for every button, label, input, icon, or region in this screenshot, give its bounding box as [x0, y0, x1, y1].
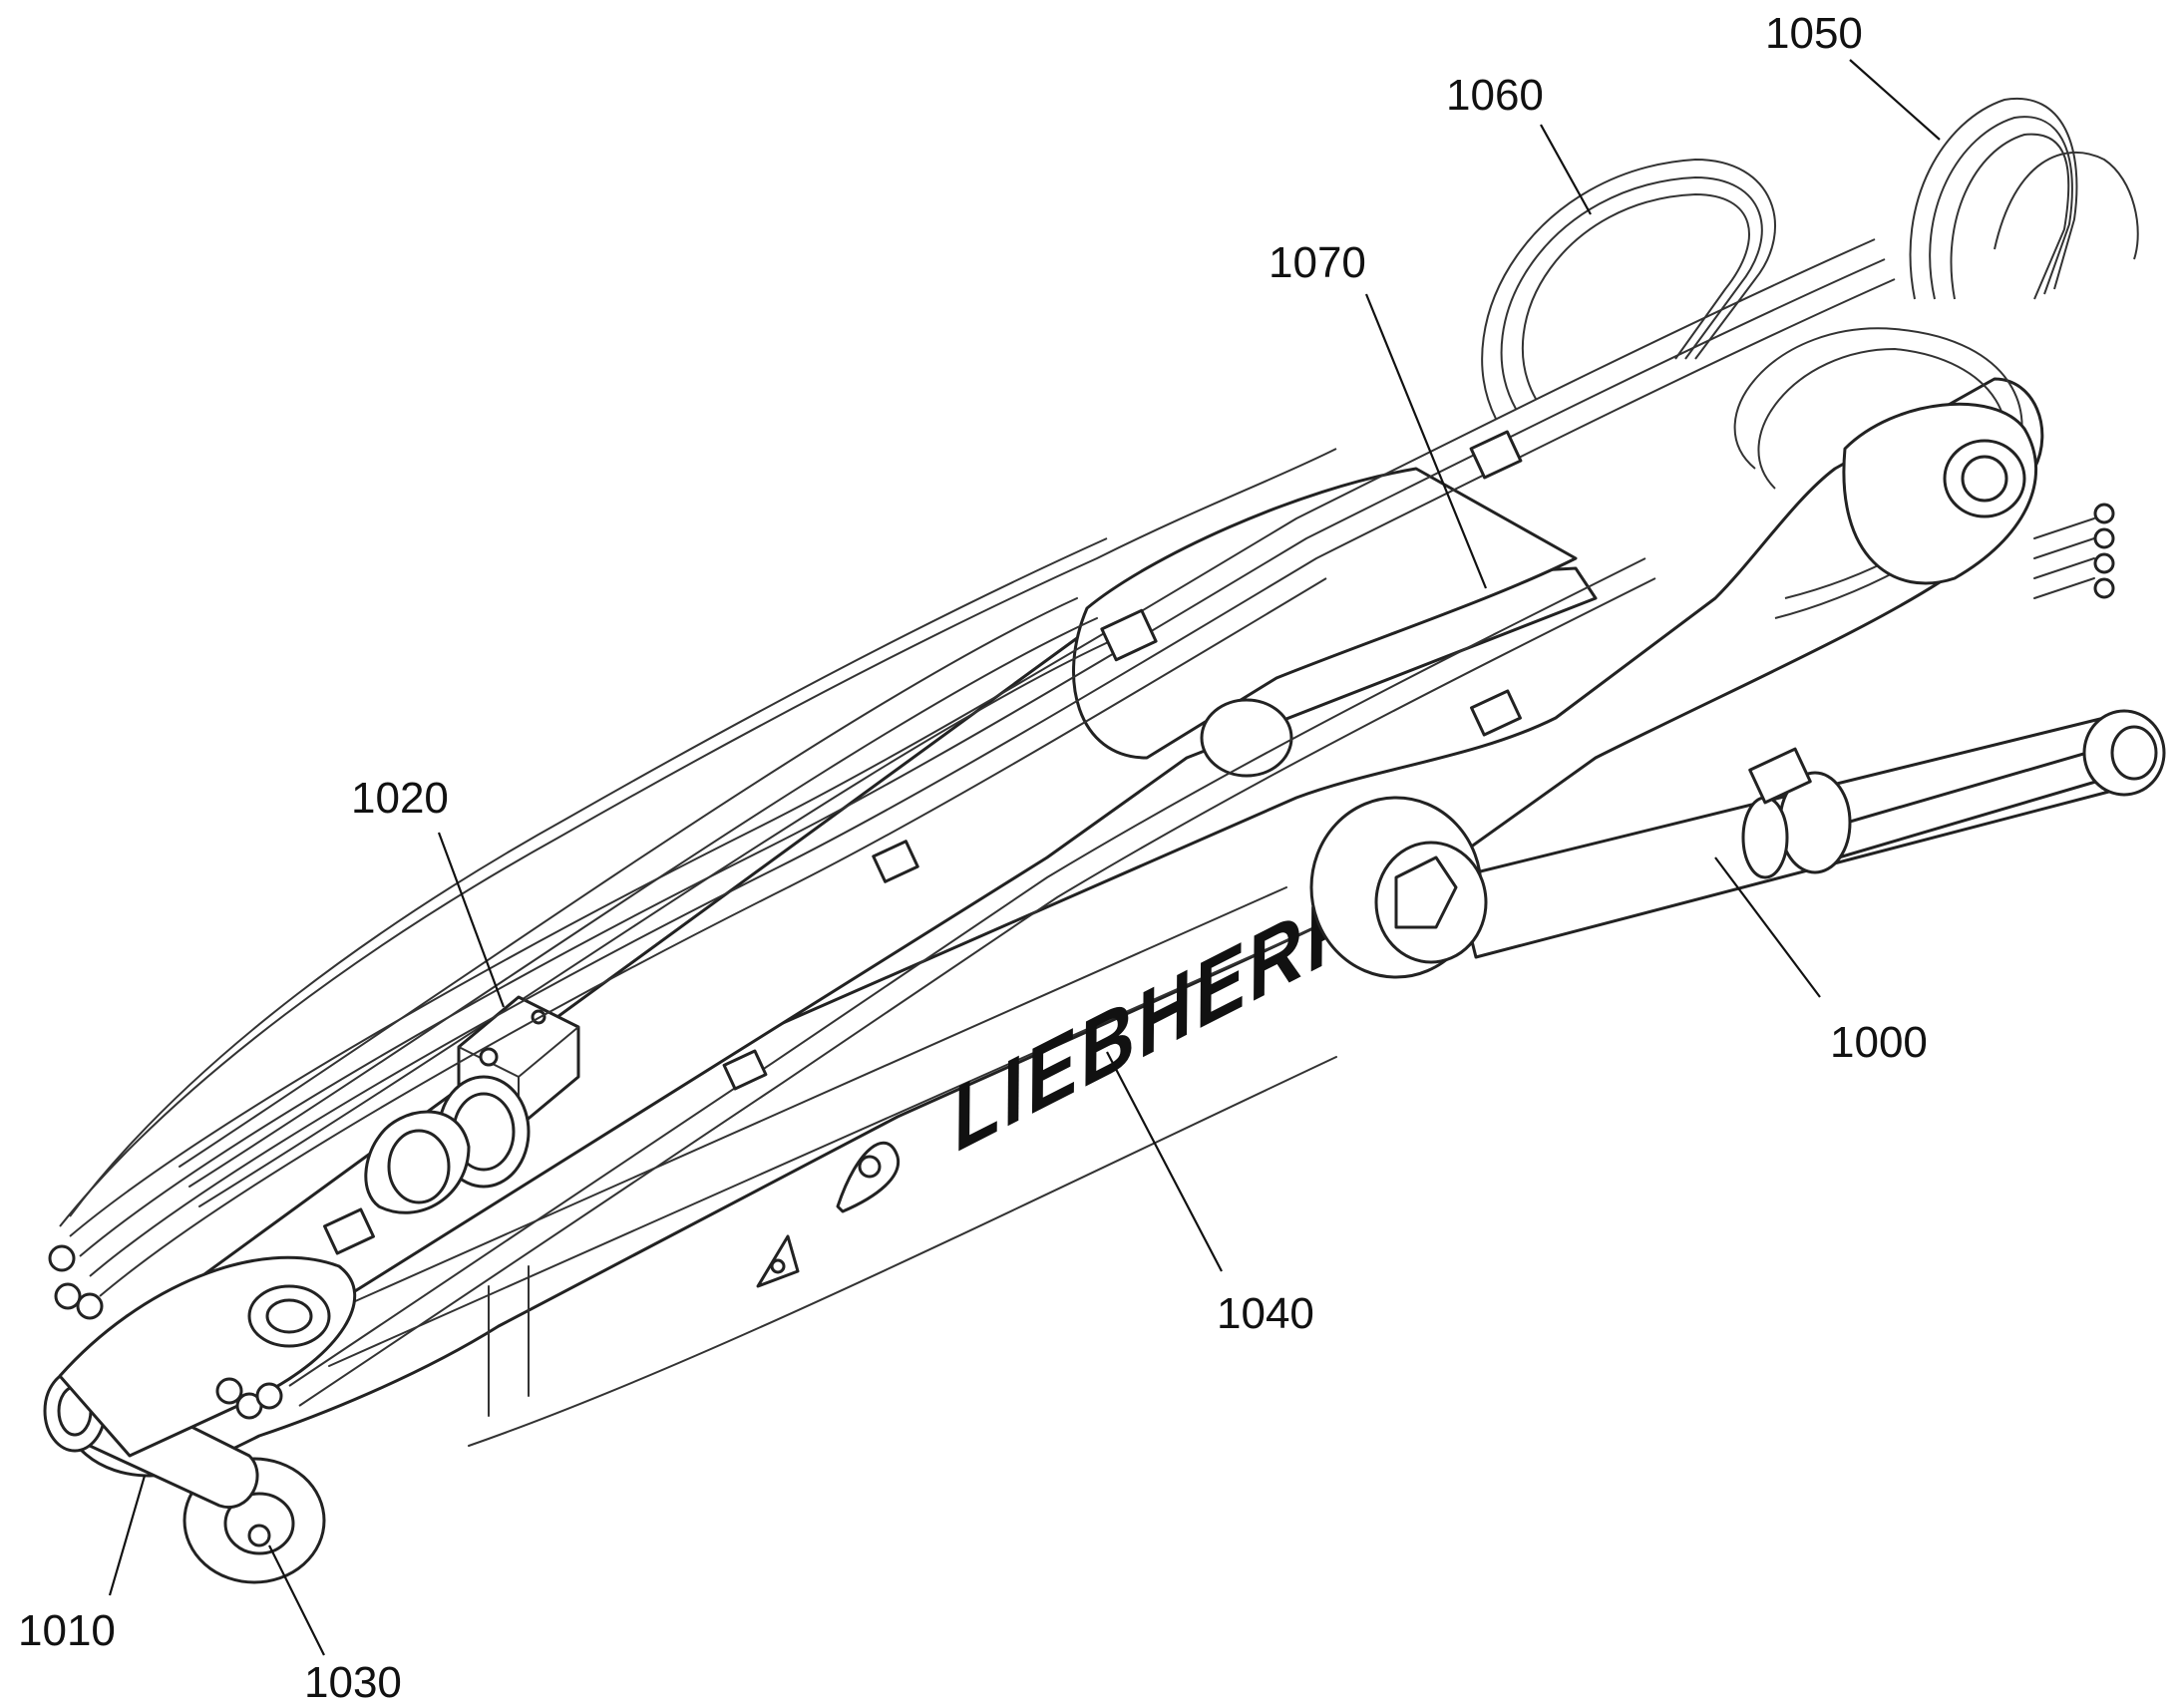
leader-line-1030	[268, 1544, 325, 1656]
leader-line-1020	[437, 832, 506, 1008]
ref-label-1060: 1060	[1446, 71, 1544, 120]
leader-line-1000	[1714, 856, 1821, 998]
ref-label-1010: 1010	[18, 1606, 116, 1655]
boom-body	[58, 377, 2044, 1478]
hose-clamps	[323, 430, 1812, 1255]
ref-label-1000: 1000	[1830, 1018, 1928, 1067]
leader-line-1060	[1540, 124, 1592, 215]
ref-label-1050: 1050	[1765, 9, 1863, 58]
hose-loops	[1481, 97, 2139, 619]
valve-block	[364, 995, 580, 1214]
leader-line-1040	[1106, 1051, 1223, 1272]
hydraulic-cylinder	[1309, 709, 2166, 979]
hose-lines	[48, 238, 1896, 1420]
boom-assembly: LIEBHERR	[43, 377, 2044, 1584]
reference-annotations: 1050 1060 1070 1020 1000 1040 1010 1030	[18, 9, 1941, 1707]
ref-label-1040: 1040	[1217, 1289, 1314, 1338]
leader-line-1010	[108, 1475, 147, 1596]
leader-line-1070	[1364, 293, 1488, 589]
ref-label-1020: 1020	[351, 774, 449, 823]
ref-label-1030: 1030	[304, 1658, 402, 1707]
leader-line-1050	[1849, 59, 1941, 141]
ref-label-1070: 1070	[1269, 238, 1366, 287]
